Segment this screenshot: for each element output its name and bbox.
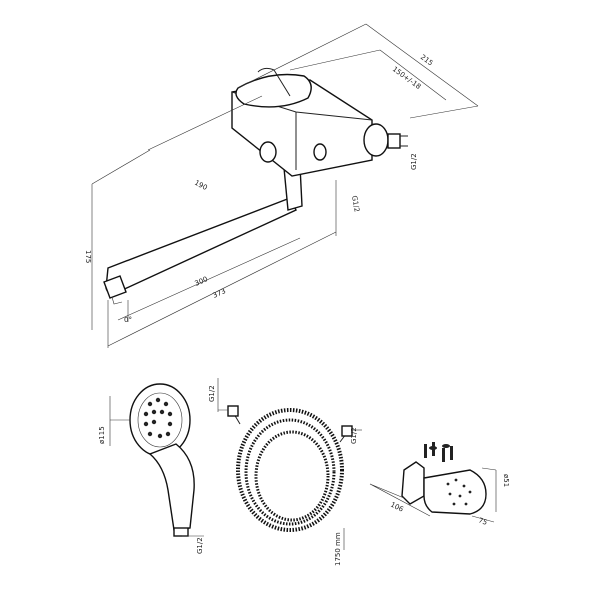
holder-cradle [423,469,487,515]
hose-length-label: 1750 mm [334,532,342,566]
hose-nut-right [341,425,353,437]
hose-drawing [217,378,362,550]
holder-mount [401,461,425,505]
dim-115-label: ø115 [98,426,106,444]
shower-thread-label: G1/2 [196,537,204,554]
dim-75-label: 75 [477,516,488,527]
holder-screws [424,442,453,462]
faucet-dimensions [91,23,479,348]
dim-373-label: 373 [212,287,227,300]
dim-angle-label: 0° [124,316,132,324]
faucet-spout-tip [103,275,127,299]
dim-175-label: 175 [84,250,92,263]
inlet-thread-label: G1/2 [410,153,418,170]
hose-right-thread-label: G1/2 [350,427,358,444]
holder-drawing [369,442,497,523]
dim-300-label: 300 [194,275,209,288]
diverter-knob [259,141,277,163]
faucet-drawing [91,23,479,348]
shower-head-drawing [109,383,204,537]
hose-left-thread-label: G1/2 [208,385,216,402]
wall-escutcheon [363,123,389,157]
dim-51-label: ø51 [502,474,510,487]
shower-head-face [129,383,191,457]
shower-head-handle [148,443,195,531]
faucet-lever [235,73,312,108]
hose-nut-left [227,405,239,417]
outlet-thread-label: G1/2 [350,195,361,213]
dim-190-label: 190 [193,179,209,192]
dim-106-label: 106 [389,501,405,514]
dim-215-label: 215 [419,53,435,67]
